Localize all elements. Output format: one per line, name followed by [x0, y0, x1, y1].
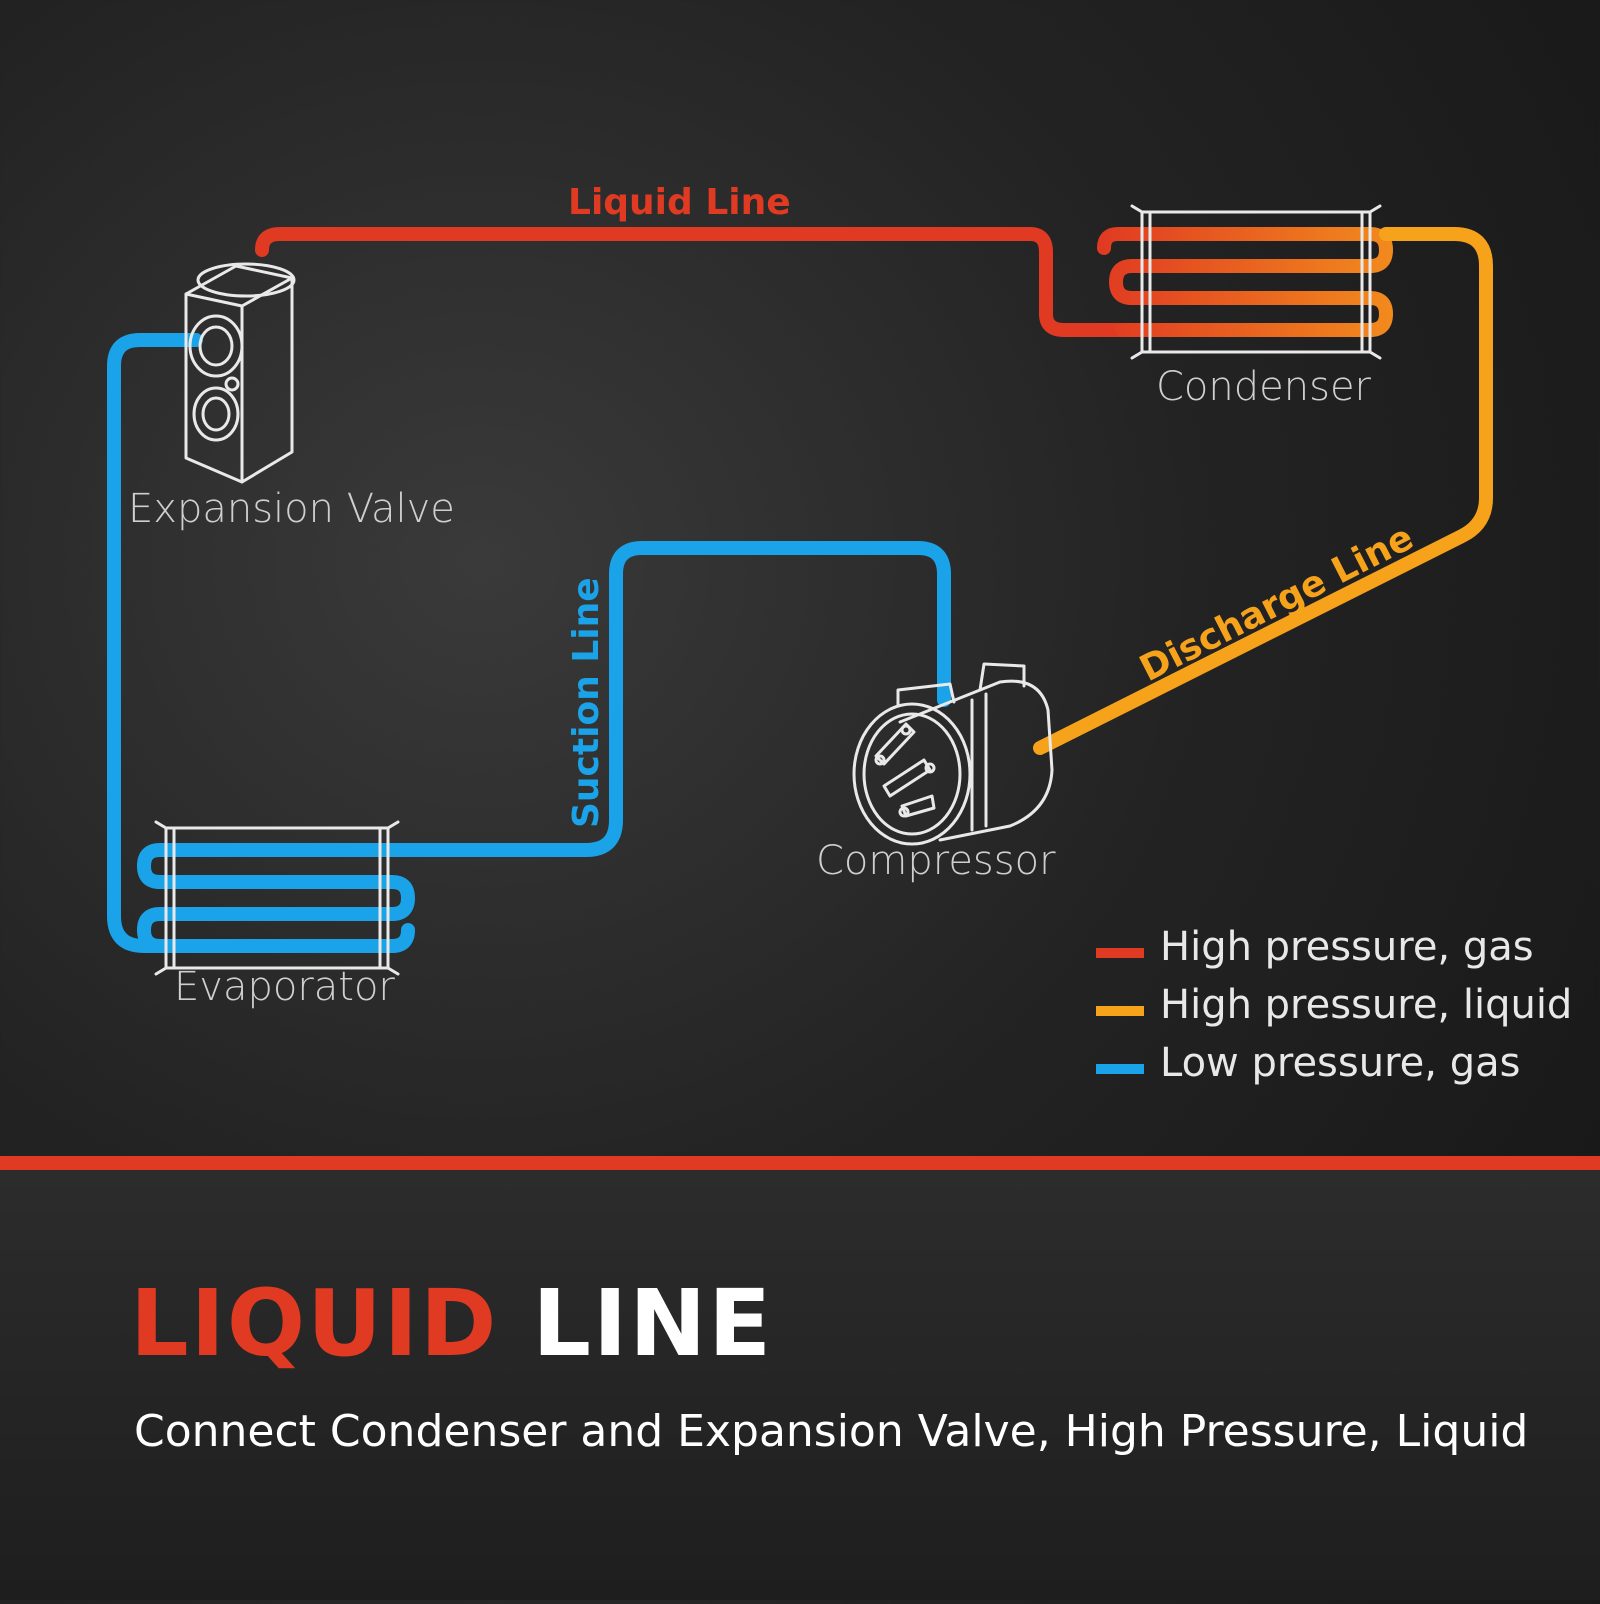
compressor-label: Compressor [816, 838, 1056, 884]
discharge-line-label: Discharge Line [1133, 517, 1420, 690]
suction-line-pipe [393, 541, 951, 857]
legend-label-low-pressure-gas: Low pressure, gas [1160, 1040, 1520, 1086]
condenser-icon [1130, 204, 1382, 360]
discharge-line-pipe [1033, 227, 1493, 755]
page-subtitle: Connect Condenser and Expansion Valve, H… [134, 1406, 1529, 1457]
liquid-line-label: Liquid Line [568, 182, 791, 223]
title-highlight: LIQUID [130, 1270, 499, 1377]
liquid-line-pipe [255, 227, 1129, 337]
legend-swatch-low-pressure-gas [1096, 1064, 1144, 1074]
expansion-valve-label: Expansion Valve [128, 486, 455, 532]
evaporator-return-pipe [107, 333, 203, 953]
legend-swatch-high-pressure-liquid [1096, 1006, 1144, 1016]
condenser-label: Condenser [1156, 364, 1372, 410]
evaporator-icon [154, 820, 400, 976]
legend-label-high-pressure-gas: High pressure, gas [1160, 924, 1534, 970]
legend: High pressure, gas High pressure, liquid… [1096, 924, 1572, 1086]
legend-swatch-high-pressure-gas [1096, 948, 1144, 958]
evaporator-coil [137, 843, 415, 953]
evaporator-label: Evaporator [174, 964, 395, 1010]
caption-band [0, 1170, 1600, 1600]
page-title: LIQUID LINE [130, 1278, 773, 1370]
compressor-icon [852, 662, 1054, 846]
section-divider [0, 1156, 1600, 1170]
legend-label-high-pressure-liquid: High pressure, liquid [1160, 982, 1572, 1028]
title-rest: LINE [532, 1270, 774, 1377]
suction-line-label: Suction Line [566, 577, 607, 828]
expansion-valve-icon [184, 262, 296, 484]
condenser-coil [1097, 227, 1393, 337]
